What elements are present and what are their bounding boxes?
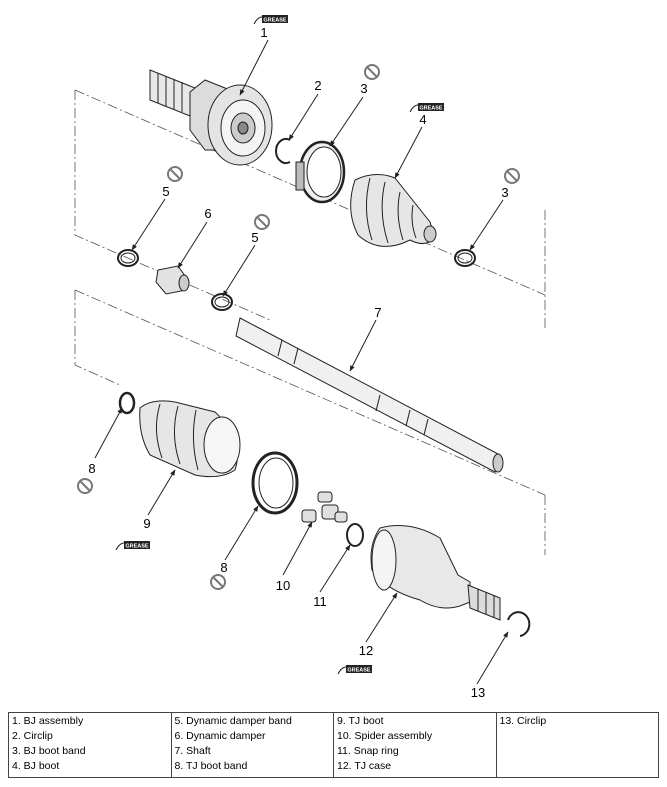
legend-column-4: 13. Circlip bbox=[495, 712, 659, 778]
leader-arrows bbox=[94, 39, 509, 685]
legend-item: 5. Dynamic damper band bbox=[174, 715, 292, 727]
dynamic-damper bbox=[155, 265, 190, 295]
legend-column-2: 5. Dynamic damper band 6. Dynamic damper… bbox=[170, 712, 334, 778]
legend-column-3: 9. TJ boot 10. Spider assembly 11. Snap … bbox=[333, 712, 497, 778]
bj-boot bbox=[350, 174, 437, 247]
callout-11: 11 bbox=[313, 594, 327, 609]
legend-item: 2. Circlip bbox=[12, 730, 53, 742]
callout-2: 2 bbox=[314, 78, 321, 93]
grease-icon-9: GREASE bbox=[115, 541, 150, 551]
shaft bbox=[235, 317, 504, 473]
legend-item: 7. Shaft bbox=[174, 745, 211, 757]
legend-item: 9. TJ boot bbox=[337, 715, 384, 727]
svg-text:GREASE: GREASE bbox=[125, 544, 149, 550]
circlip-13 bbox=[507, 611, 531, 637]
legend-item: 3. BJ boot band bbox=[12, 745, 86, 757]
callout-3-top: 3 bbox=[360, 81, 367, 96]
legend-item: 13. Circlip bbox=[499, 715, 547, 727]
grease-icon-4: GREASE bbox=[409, 103, 444, 113]
callout-8-left: 8 bbox=[88, 461, 95, 476]
parts-legend-table: 1. BJ assembly 2. Circlip 3. BJ boot ban… bbox=[8, 712, 659, 778]
tj-case bbox=[370, 525, 501, 621]
do-not-reuse-icons bbox=[77, 64, 520, 590]
prohibited-icon bbox=[77, 478, 93, 494]
lower-guide-frame bbox=[74, 289, 546, 555]
dynamic-damper-band-right bbox=[211, 293, 233, 311]
callout-8-bottom: 8 bbox=[220, 560, 227, 575]
prohibited-icon bbox=[167, 166, 183, 182]
callout-numbers: 1 2 3 3 4 5 5 6 7 8 8 9 10 11 12 13 bbox=[88, 25, 508, 700]
callout-10: 10 bbox=[276, 578, 290, 593]
callout-9: 9 bbox=[143, 516, 150, 531]
tj-boot bbox=[139, 400, 241, 478]
snap-ring bbox=[346, 523, 364, 547]
legend-item: 4. BJ boot bbox=[12, 760, 60, 772]
bj-boot-band bbox=[295, 140, 346, 204]
grease-icon-12: GREASE bbox=[337, 665, 372, 675]
legend-item: 10. Spider assembly bbox=[337, 730, 433, 742]
svg-text:GREASE: GREASE bbox=[347, 668, 371, 674]
legend-item: 6. Dynamic damper bbox=[174, 730, 266, 742]
legend-item: 11. Snap ring bbox=[337, 745, 399, 757]
callout-4: 4 bbox=[419, 112, 426, 127]
prohibited-icon bbox=[504, 168, 520, 184]
legend-column-1: 1. BJ assembly 2. Circlip 3. BJ boot ban… bbox=[8, 712, 172, 778]
callout-5-left: 5 bbox=[162, 184, 169, 199]
tj-boot-band-large bbox=[251, 451, 299, 515]
upper-guide-frame bbox=[74, 89, 546, 330]
callout-7: 7 bbox=[374, 305, 381, 320]
grease-icon-1: GREASE bbox=[253, 15, 288, 25]
callout-12: 12 bbox=[359, 643, 373, 658]
exploded-drive-shaft-diagram: 1 2 3 3 4 5 5 6 7 8 8 9 10 11 12 13 GREA… bbox=[74, 15, 546, 700]
svg-text:GREASE: GREASE bbox=[419, 106, 443, 112]
callout-3-right: 3 bbox=[501, 185, 508, 200]
prohibited-icon bbox=[254, 214, 270, 230]
tj-boot-band-small bbox=[118, 391, 136, 415]
spider-assembly bbox=[301, 491, 348, 523]
bj-boot-band-small bbox=[454, 249, 476, 267]
legend-item: 12. TJ case bbox=[337, 760, 392, 772]
legend-row: 1. BJ assembly 2. Circlip 3. BJ boot ban… bbox=[8, 712, 659, 778]
callout-1: 1 bbox=[260, 25, 267, 40]
legend-item: 8. TJ boot band bbox=[174, 760, 248, 772]
bj-assembly bbox=[149, 69, 273, 166]
prohibited-icon bbox=[210, 574, 226, 590]
circlip-2 bbox=[275, 138, 291, 164]
prohibited-icon bbox=[364, 64, 380, 80]
svg-text:GREASE: GREASE bbox=[263, 18, 287, 24]
dynamic-damper-band-left bbox=[117, 249, 139, 267]
callout-13: 13 bbox=[471, 685, 485, 700]
legend-item: 1. BJ assembly bbox=[12, 715, 84, 727]
callout-5-right: 5 bbox=[251, 230, 258, 245]
callout-6: 6 bbox=[204, 206, 211, 221]
